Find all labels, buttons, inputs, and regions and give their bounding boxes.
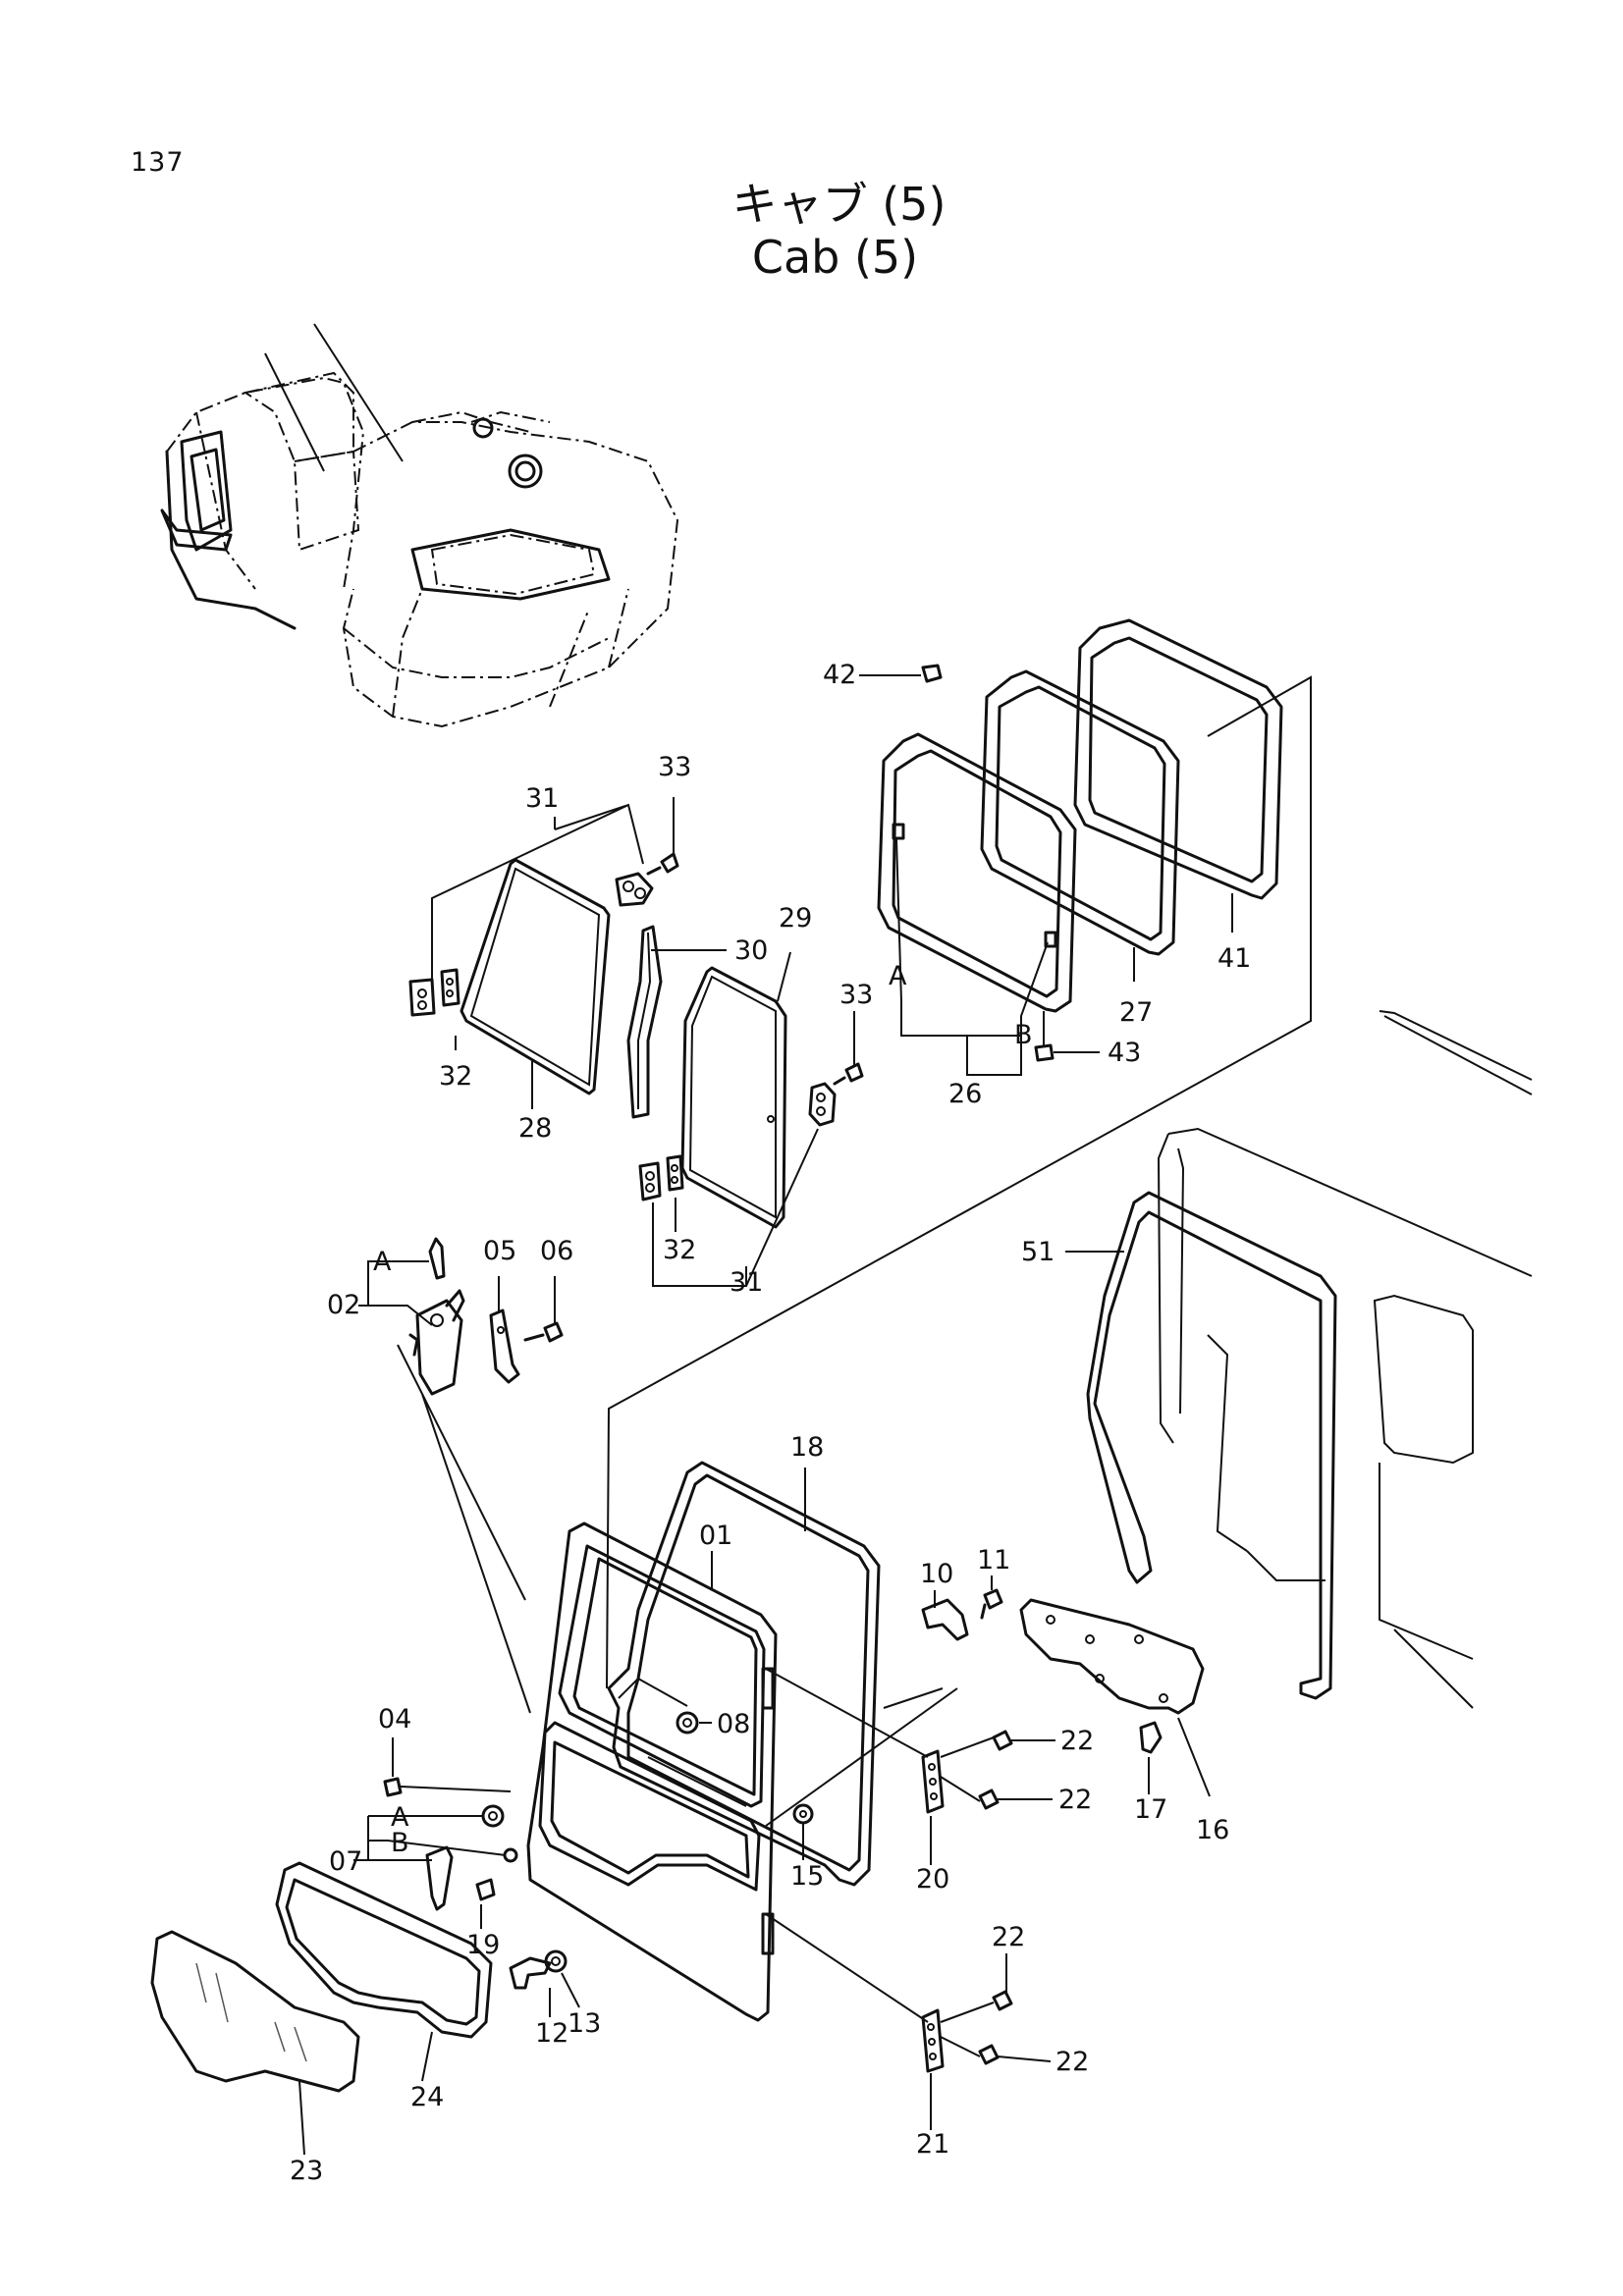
bolt-33-upper	[646, 852, 679, 876]
callout-33-lower: 33	[839, 980, 873, 1010]
callout-02: 02	[327, 1290, 360, 1320]
plate-16	[1019, 1598, 1205, 1715]
leader-lines	[298, 674, 1312, 2156]
callout-13: 13	[568, 2008, 601, 2039]
callout-26: 26	[948, 1079, 982, 1109]
callout-07: 07	[329, 1846, 362, 1877]
nut-13	[544, 1949, 568, 1973]
callout-B-handle: B	[391, 1828, 409, 1858]
bumper-17	[1139, 1721, 1163, 1754]
glass-23	[150, 1930, 360, 2093]
hinge-bracket-10	[921, 1598, 969, 1641]
handle-12	[509, 1956, 552, 1990]
latch-31-lower	[808, 1082, 837, 1127]
callout-21: 21	[916, 2129, 949, 2160]
callout-17: 17	[1134, 1794, 1167, 1825]
callout-12: 12	[535, 2018, 568, 2049]
nut-15	[792, 1803, 814, 1825]
callout-22-c: 22	[992, 1922, 1025, 1952]
callout-33-upper: 33	[658, 752, 691, 782]
callout-18: 18	[790, 1432, 824, 1463]
callout-32-upper: 32	[439, 1061, 472, 1092]
callout-32-lower: 32	[663, 1235, 696, 1265]
callout-31-lower: 31	[730, 1267, 763, 1298]
callout-labels: 42 33 31 30 29 32 28 33 32 31 A B 26 27 …	[290, 660, 1251, 2186]
nut-08	[676, 1711, 699, 1735]
callout-30: 30	[734, 935, 768, 966]
window-seal-41	[1073, 618, 1283, 900]
callout-19: 19	[466, 1930, 500, 1960]
callout-A-lock: A	[373, 1247, 392, 1277]
excavator-overview-illustration	[160, 323, 679, 728]
callout-22-a: 22	[1060, 1726, 1094, 1756]
stopper-32-lower	[638, 1154, 684, 1201]
callout-A-handle: A	[391, 1802, 409, 1833]
callout-05: 05	[483, 1236, 516, 1266]
striker-05	[489, 1308, 520, 1384]
sliding-rail-30	[626, 925, 663, 1119]
glass-seal-24	[275, 1861, 493, 2039]
title-japanese: キャブ (5)	[731, 178, 947, 231]
bolt-33-lower	[833, 1062, 864, 1086]
callout-B-upper: B	[1014, 1020, 1033, 1050]
callout-08: 08	[717, 1709, 750, 1739]
callout-22-b: 22	[1058, 1785, 1092, 1815]
callout-31-upper: 31	[525, 783, 559, 814]
cab-body-outline	[1157, 1010, 1533, 1709]
small-window-28	[460, 858, 611, 1095]
callout-A-upper: A	[889, 961, 907, 991]
page-number: 137	[131, 147, 185, 178]
callout-43: 43	[1108, 1038, 1141, 1068]
callout-10: 10	[920, 1559, 953, 1589]
seal-piece-43	[1034, 1043, 1055, 1062]
bolt-04	[383, 1777, 512, 1797]
hinge-20	[921, 1749, 945, 1814]
callout-51: 51	[1021, 1237, 1055, 1267]
callout-41: 41	[1217, 943, 1251, 974]
callout-23: 23	[290, 2156, 323, 2186]
handle-07-parts	[425, 1804, 518, 1911]
callout-28: 28	[518, 1113, 552, 1144]
pin-19	[475, 1878, 496, 1901]
callout-20: 20	[916, 1864, 949, 1895]
callout-42: 42	[823, 660, 856, 690]
title-english: Cab (5)	[751, 231, 919, 284]
door-seal-51	[1086, 1191, 1337, 1700]
door-seal-18	[607, 1461, 881, 1887]
callout-16: 16	[1196, 1815, 1229, 1845]
bolt-06	[523, 1321, 564, 1343]
window-glass-26	[877, 732, 1077, 1013]
bolts-22	[978, 1730, 1013, 2065]
callout-29: 29	[779, 903, 812, 934]
door-lock-02	[408, 1237, 465, 1396]
latch-31-upper	[615, 872, 654, 907]
callout-11: 11	[977, 1545, 1010, 1575]
small-window-29	[680, 966, 787, 1229]
callout-01: 01	[699, 1521, 732, 1551]
callout-24: 24	[410, 2082, 444, 2112]
callout-04: 04	[378, 1704, 411, 1735]
bolt-11	[980, 1588, 1003, 1620]
stopper-32-upper	[408, 968, 460, 1017]
callout-15: 15	[790, 1861, 824, 1892]
seal-piece-42	[921, 664, 943, 683]
callout-06: 06	[540, 1236, 573, 1266]
hinge-21	[921, 2008, 945, 2073]
callout-27: 27	[1119, 997, 1153, 1028]
callout-22-d: 22	[1055, 2047, 1089, 2077]
door-01	[526, 1522, 778, 2022]
